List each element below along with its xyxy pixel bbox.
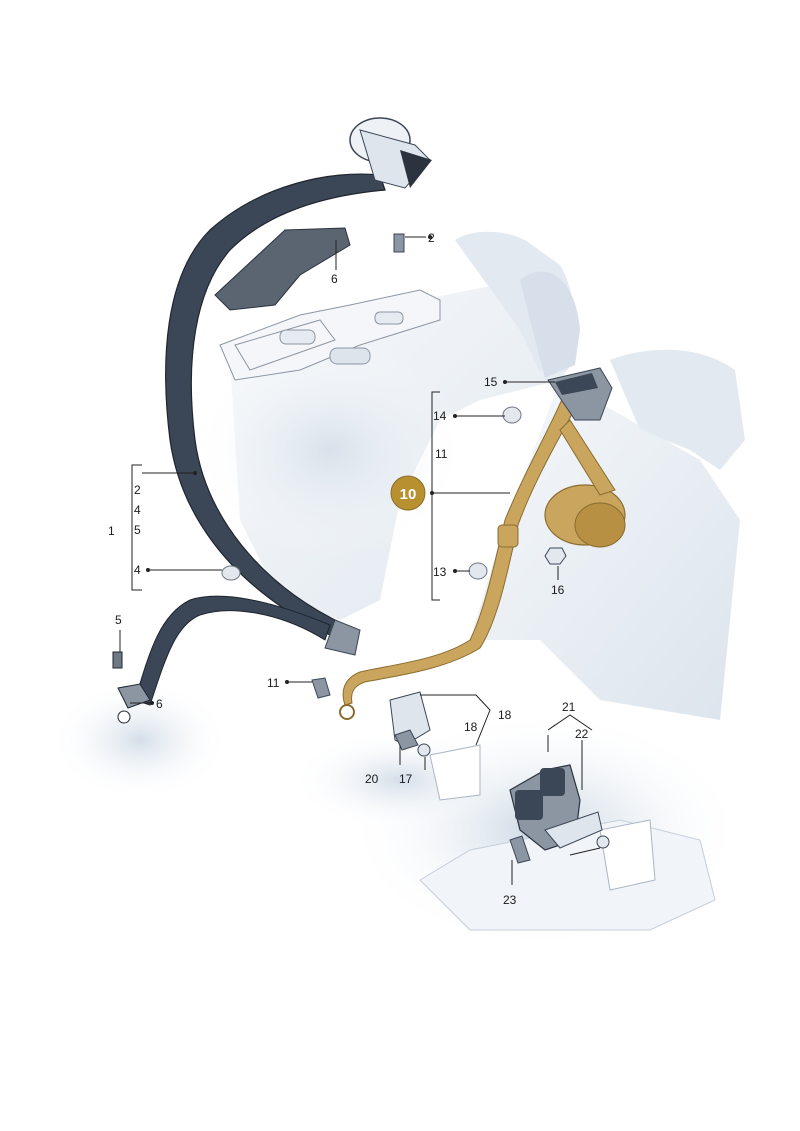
callout-6: 6 [331,272,338,286]
highlighted-belt-assembly [339,367,626,720]
callout-18b: 20 [365,772,379,786]
callout-11a: 11 [267,676,280,690]
callout-3: 4 [134,563,141,577]
upper-retractor-dark [349,117,432,253]
parcel-shelf-brackets [219,289,441,381]
buckle-17 [311,677,431,757]
callout-1: 1 [108,524,115,538]
callout-15: 16 [551,583,565,597]
trim-cover-6 [214,227,351,311]
callout-5b: 6 [156,697,163,711]
callout-2a: 2 [428,231,435,245]
callout-12: 13 [433,565,447,579]
callout-4b: 5 [115,613,122,627]
leader-lines [119,235,601,885]
callout-2b: 2 [134,483,141,497]
callout-labels: 2 6 1 2 4 5 4 5 6 11 14 11 13 15 16 18 1… [108,231,589,907]
callout-20: 21 [562,700,576,714]
double-buckle-20 [509,764,610,864]
highlight-badge: 10 [390,475,426,511]
rear-seat-background [50,231,745,950]
callout-18a: 18 [464,720,478,734]
callout-5a: 5 [134,523,141,537]
callout-22: 23 [503,893,517,907]
dark-belt-assembly [112,173,386,724]
badge-label: 10 [400,486,417,503]
callout-11b: 11 [435,447,448,461]
callout-14: 15 [484,375,498,389]
callout-16: 17 [399,772,413,786]
callout-21: 22 [575,727,589,741]
callout-13: 14 [433,409,447,423]
callout-4a: 4 [134,503,141,517]
callout-17: 18 [498,708,512,722]
